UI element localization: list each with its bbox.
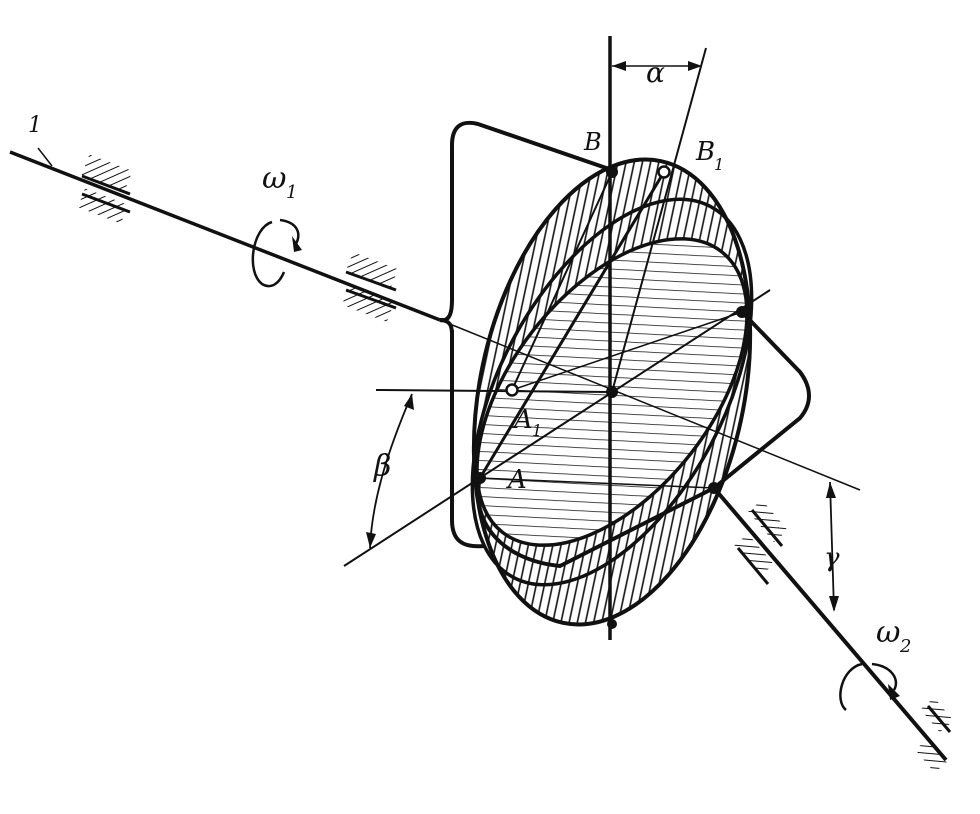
bearing-right-upper bbox=[734, 499, 788, 585]
omega-1-subscript: 1 bbox=[286, 182, 297, 203]
point-B1-marker bbox=[657, 165, 671, 179]
point-B-marker bbox=[606, 166, 618, 178]
tilted-ellipse bbox=[475, 237, 749, 547]
point-A1-label: A bbox=[512, 405, 533, 435]
beta-dimension bbox=[366, 393, 414, 549]
omega-2-label: ω bbox=[876, 615, 900, 650]
point-B1-label: B bbox=[695, 137, 715, 167]
omega-2-subscript: 2 bbox=[899, 636, 911, 657]
tilted-ring bbox=[470, 197, 754, 587]
bearing-left bbox=[77, 154, 133, 224]
input-shaft bbox=[9, 147, 441, 322]
shaft-1-label: 1 bbox=[28, 113, 42, 138]
point-right-lower-marker bbox=[708, 482, 720, 494]
point-B1-subscript: 1 bbox=[714, 155, 724, 174]
point-A1-marker bbox=[505, 383, 519, 397]
omega-2-rotation-arrow-icon bbox=[839, 662, 900, 711]
alpha-dimension bbox=[612, 61, 702, 71]
omega-1-rotation-arrow-icon bbox=[251, 218, 302, 288]
angle-gamma-label: γ bbox=[824, 543, 840, 573]
angle-beta-label: β bbox=[373, 449, 391, 484]
point-right-upper-marker bbox=[736, 306, 748, 318]
angle-alpha-label: α bbox=[646, 56, 665, 89]
bearing-middle bbox=[342, 252, 398, 322]
label-1-leader bbox=[37, 147, 53, 167]
output-shaft bbox=[712, 486, 948, 762]
points bbox=[474, 165, 748, 629]
omega-1-label: ω bbox=[262, 161, 286, 196]
point-bottom-marker bbox=[607, 619, 617, 629]
bearing-right-lower bbox=[915, 697, 954, 773]
center-point bbox=[606, 386, 618, 398]
gamma-dimension bbox=[826, 481, 839, 612]
point-A-label: A bbox=[506, 465, 527, 495]
output-yoke bbox=[476, 310, 811, 569]
point-A1-subscript: 1 bbox=[532, 421, 542, 440]
point-A-marker bbox=[474, 472, 486, 484]
point-B-label: B bbox=[583, 128, 602, 156]
